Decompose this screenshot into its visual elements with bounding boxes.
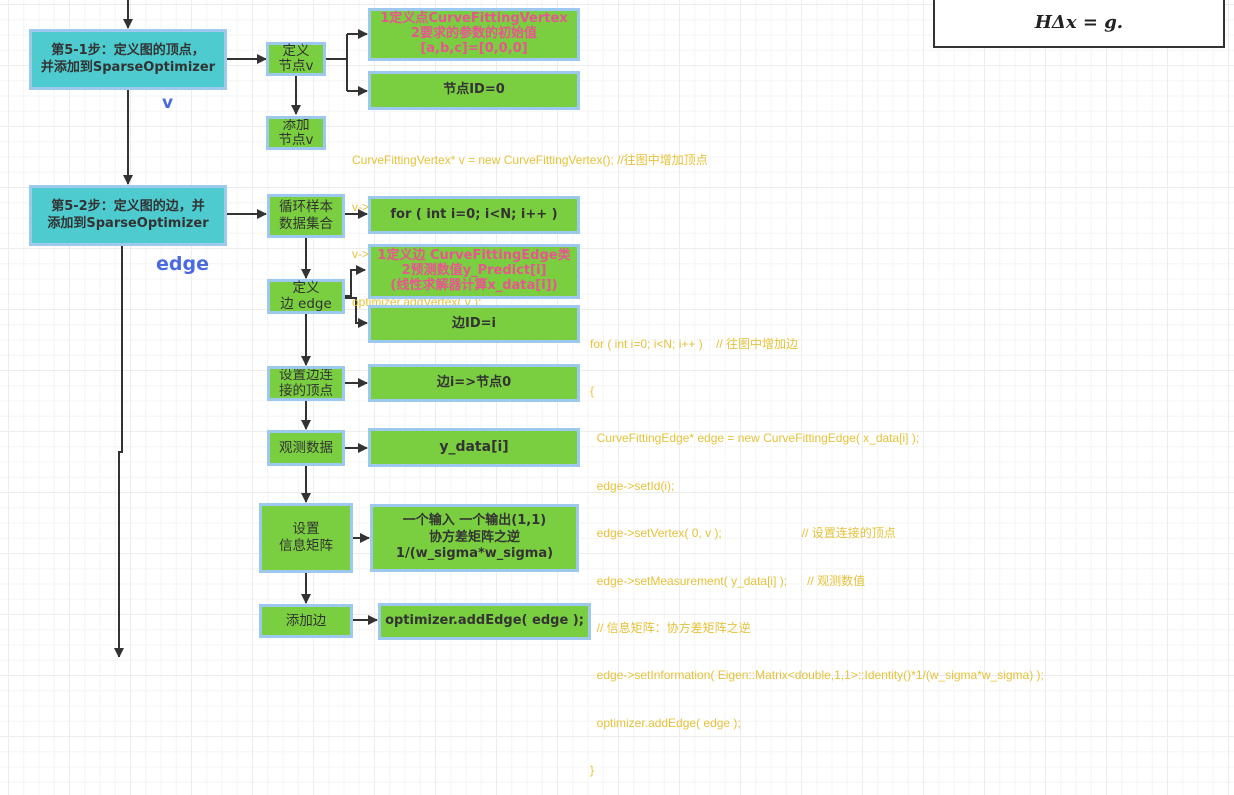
info-matrix-line2: 信息矩阵	[279, 538, 333, 554]
define-node-line2: 节点v	[278, 58, 314, 74]
define-node-detail-line2: 2要求的参数的初始值	[410, 26, 538, 42]
define-node-line1: 定义	[282, 43, 310, 60]
info-matrix-detail-line1: 一个输入 一个输出(1,1)	[402, 512, 547, 528]
arrow-define-edge-detail	[345, 265, 366, 297]
set-vertex-line2: 接的顶点	[279, 382, 333, 399]
loop-code-box[interactable]: for ( int i=0; i<N; i++ )	[368, 196, 580, 234]
edge-id-box[interactable]: 边ID=i	[368, 305, 580, 343]
edge-code-line: edge->setId(i);	[590, 478, 675, 493]
step-5-2-line2: 添加到SparseOptimizer	[47, 215, 209, 231]
step-5-1-line1: 第5-1步：定义图的顶点，	[51, 43, 205, 59]
arrow-edge-id	[345, 297, 368, 328]
observation-detail-text: y_data[i]	[439, 438, 509, 455]
define-node-detail-line3: [a,b,c]=[0,0,0]	[420, 40, 528, 56]
info-matrix-detail-line2: 协方差矩阵之逆	[428, 529, 520, 545]
define-edge-detail-line3: (线性求解器计算x_data[i])	[390, 277, 558, 293]
define-edge-detail-line2: 2预测数值y_Predict[i]	[401, 263, 547, 279]
info-matrix-detail-box[interactable]: 一个输入 一个输出(1,1) 协方差矩阵之逆 1/(w_sigma*w_sigm…	[370, 504, 579, 572]
edge-code-line: {	[590, 383, 595, 398]
loop-samples-box[interactable]: 循环样本 数据集合	[267, 194, 345, 238]
edge-code-line: }	[590, 763, 595, 778]
set-vertex-box[interactable]: 设置边连 接的顶点	[267, 366, 345, 401]
edge-code-line: edge->setInformation( Eigen::Matrix<doub…	[590, 668, 1044, 683]
step-5-1-line2: 并添加到SparseOptimizer	[40, 59, 216, 75]
step-5-2-line1: 第5-2步：定义图的边，并	[51, 199, 205, 215]
vertex-label: v	[162, 93, 174, 113]
info-matrix-line1: 设置	[292, 521, 320, 538]
formula-text: HΔx = g.	[1034, 11, 1124, 33]
set-vertex-detail-text: 边i=>节点0	[436, 374, 512, 390]
edge-code-line: for ( int i=0; i<N; i++ ) // 往图中增加边	[590, 336, 799, 351]
add-edge-box[interactable]: 添加边	[259, 604, 353, 638]
info-matrix-detail-line3: 1/(w_sigma*w_sigma)	[395, 546, 554, 562]
define-edge-line2: 边 edge	[280, 295, 332, 312]
observation-detail-box[interactable]: y_data[i]	[368, 428, 580, 467]
set-vertex-line1: 设置边连	[279, 366, 333, 383]
step-5-2-box[interactable]: 第5-2步：定义图的边，并 添加到SparseOptimizer	[29, 185, 227, 246]
edge-code-line: CurveFittingEdge* edge = new CurveFittin…	[590, 431, 920, 446]
edge-code-block: for ( int i=0; i<N; i++ ) // 往图中增加边 { Cu…	[590, 305, 1044, 795]
add-edge-detail-text: optimizer.addEdge( edge );	[385, 613, 584, 629]
set-vertex-detail-box[interactable]: 边i=>节点0	[368, 364, 580, 402]
edge-label: edge	[156, 253, 209, 275]
info-matrix-box[interactable]: 设置 信息矩阵	[259, 503, 353, 573]
add-node-box[interactable]: 添加 节点v	[266, 116, 326, 150]
edge-code-line: edge->setMeasurement( y_data[i] ); // 观测…	[590, 573, 866, 588]
add-node-line1: 添加	[282, 117, 310, 134]
observation-text: 观测数据	[279, 439, 333, 456]
define-edge-detail-line1: 1定义边 CurveFittingEdge类	[377, 248, 571, 264]
define-edge-detail-box[interactable]: 1定义边 CurveFittingEdge类 2预测数值y_Predict[i]…	[368, 244, 580, 299]
edge-code-line: optimizer.addEdge( edge );	[590, 715, 741, 730]
node-id-text: 节点ID=0	[443, 82, 505, 98]
define-node-box[interactable]: 定义 节点v	[266, 42, 326, 76]
vertex-code-line: CurveFittingVertex* v = new CurveFitting…	[352, 152, 708, 167]
arrow-step2-continue	[114, 245, 124, 657]
edge-code-line: edge->setVertex( 0, v ); // 设置连接的顶点	[590, 526, 896, 541]
loop-code-text: for ( int i=0; i<N; i++ )	[390, 206, 558, 222]
observation-box[interactable]: 观测数据	[267, 430, 345, 466]
node-id-box[interactable]: 节点ID=0	[368, 71, 580, 110]
add-node-line2: 节点v	[278, 132, 314, 148]
loop-samples-line2: 数据集合	[279, 216, 333, 232]
edge-id-text: 边ID=i	[452, 315, 496, 331]
define-edge-box[interactable]: 定义 边 edge	[267, 279, 345, 314]
edge-code-line: // 信息矩阵：协方差矩阵之逆	[590, 620, 751, 635]
step-5-1-box[interactable]: 第5-1步：定义图的顶点， 并添加到SparseOptimizer	[29, 29, 227, 90]
define-node-detail-box[interactable]: 1定义点CurveFittingVertex 2要求的参数的初始值 [a,b,c…	[368, 8, 580, 61]
formula-box: HΔx = g.	[933, 0, 1225, 48]
loop-samples-line1: 循环样本	[279, 199, 333, 216]
define-node-detail-line1: 1定义点CurveFittingVertex	[380, 11, 568, 27]
add-edge-text: 添加边	[285, 612, 327, 629]
connector-lines	[114, 0, 378, 657]
define-edge-line1: 定义	[292, 279, 320, 296]
add-edge-detail-box[interactable]: optimizer.addEdge( edge );	[378, 603, 591, 640]
